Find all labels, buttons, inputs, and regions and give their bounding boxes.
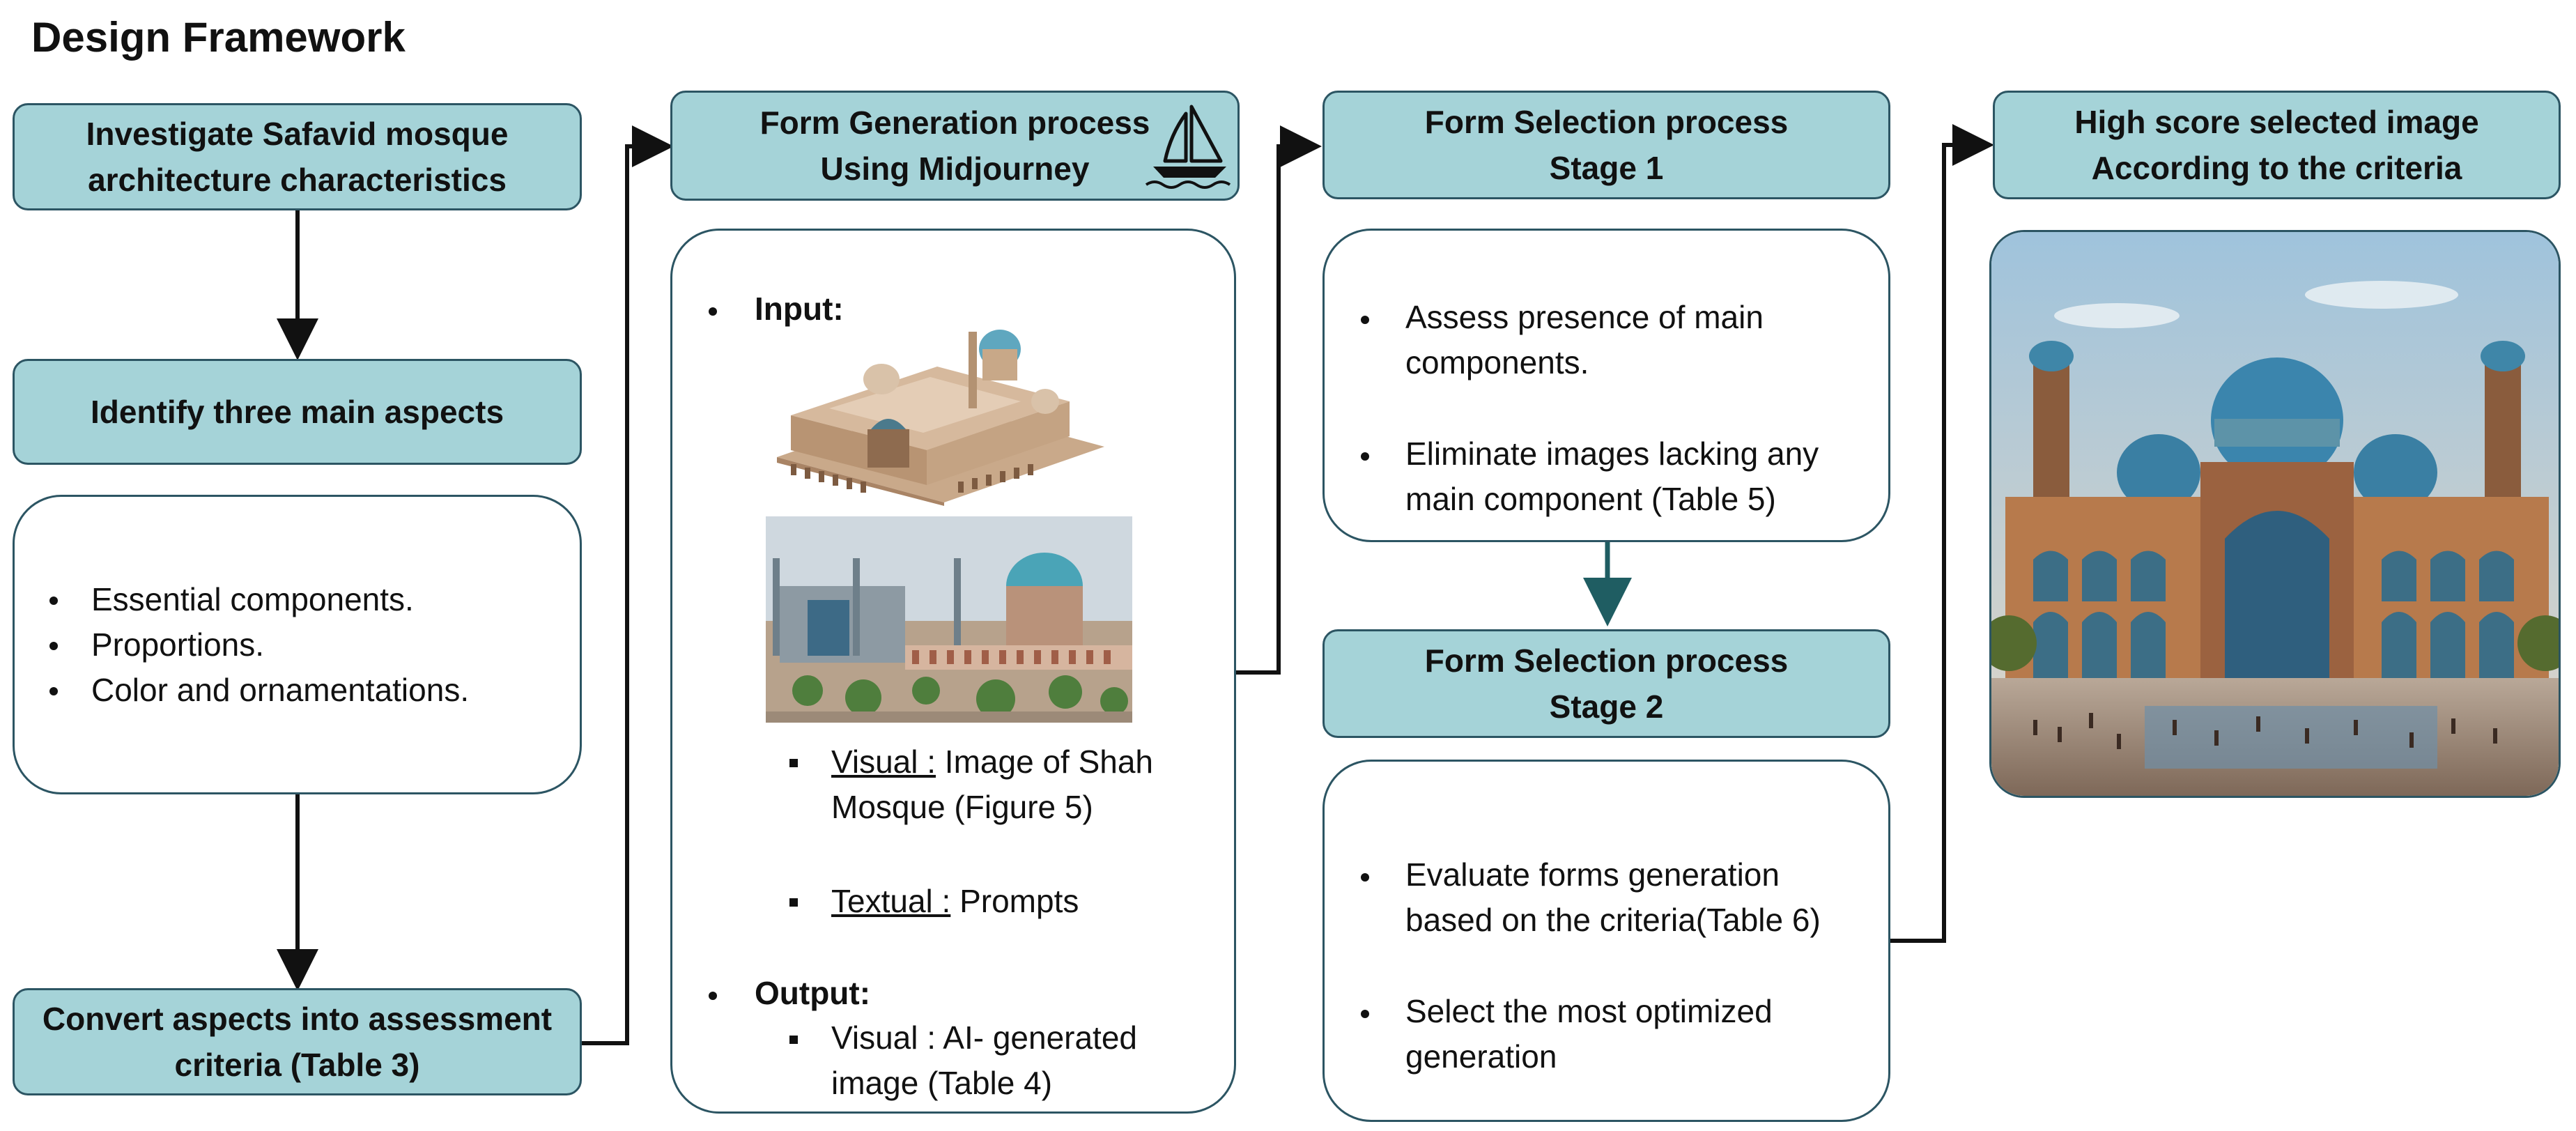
stage1-item-assess: Assess presence of main components.: [1405, 299, 1764, 380]
textual-text: Prompts: [950, 883, 1079, 919]
stage1-item-eliminate: Eliminate images lacking any main compon…: [1405, 436, 1819, 517]
stage2-item-select: Select the most optimized generation: [1405, 993, 1773, 1075]
textual-label: Textual :: [831, 883, 951, 919]
mosque-model-image: [777, 330, 1104, 506]
shah-mosque-photo: [766, 516, 1132, 723]
visual-label: Visual :: [831, 744, 936, 780]
bullet-icon: [1361, 452, 1369, 461]
textual-input-text: Textual : Prompts: [831, 879, 1079, 924]
bullet-icon: [1361, 873, 1369, 882]
sub-bullet-icon: [789, 1036, 798, 1044]
arrow-col1-to-col2: [582, 125, 674, 1045]
sailboat-icon: [1145, 105, 1231, 189]
form-generation-panel: Input:: [670, 229, 1236, 1114]
convert-criteria-box: Convert aspects into assessment criteria…: [13, 988, 582, 1095]
output-label: Output:: [755, 975, 871, 1011]
bullet-icon: [709, 992, 717, 1000]
stage2-panel: Evaluate forms generation based on the c…: [1322, 760, 1890, 1122]
output-line1: Visual : AI- generated: [831, 1020, 1137, 1056]
selected-image-header: High score selected image According to t…: [1993, 91, 2561, 199]
aspects-list: Essential components. Proportions. Color…: [49, 577, 469, 713]
list-item: Proportions.: [49, 622, 469, 668]
stage1-header: Form Selection process Stage 1: [1322, 91, 1890, 199]
visual-text-line1: Image of Shah: [936, 744, 1154, 780]
stage1-panel: Assess presence of main components. Elim…: [1322, 229, 1890, 542]
bullet-icon: [709, 307, 717, 316]
selected-generated-image: [1989, 230, 2561, 798]
arrow-col3-to-col4: [1890, 124, 1994, 943]
stage2-header: Form Selection process Stage 2: [1322, 629, 1890, 738]
investigate-box: Investigate Safavid mosque architecture …: [13, 103, 582, 210]
list-item: Color and ornamentations.: [49, 668, 469, 713]
visual-text-line2: Mosque (Figure 5): [831, 789, 1093, 825]
bullet-icon: [1361, 1010, 1369, 1018]
visual-input-text: Visual : Image of Shah Mosque (Figure 5): [831, 739, 1153, 830]
input-label: Input:: [755, 291, 844, 327]
sub-bullet-icon: [789, 759, 798, 767]
sub-bullet-icon: [789, 898, 798, 907]
form-generation-header: Form Generation process Using Midjourney: [670, 91, 1240, 201]
stage2-item-evaluate: Evaluate forms generation based on the c…: [1405, 856, 1821, 938]
aspects-panel: Essential components. Proportions. Color…: [13, 495, 582, 794]
arrow-col2-to-col3: [1235, 125, 1322, 675]
output-text: Visual : AI- generated image (Table 4): [831, 1015, 1137, 1106]
identify-aspects-box: Identify three main aspects: [13, 359, 582, 465]
page-title: Design Framework: [31, 14, 406, 61]
output-line2: image (Table 4): [831, 1065, 1053, 1101]
list-item: Essential components.: [49, 577, 469, 622]
bullet-icon: [1361, 316, 1369, 324]
